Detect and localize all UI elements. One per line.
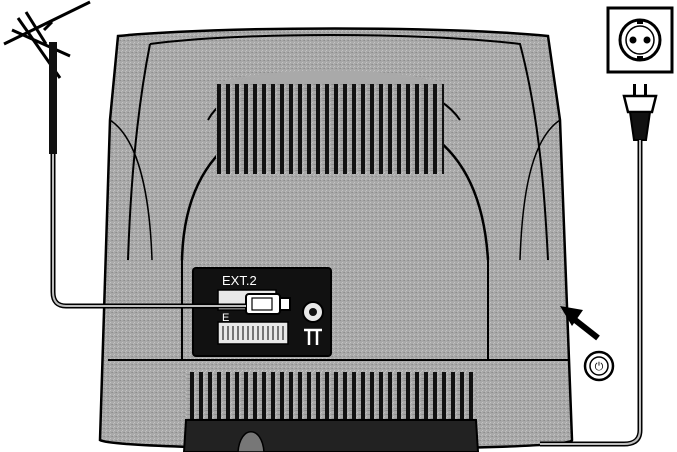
arrow-icon [560,306,600,341]
connector-panel: EXT.2 E [192,267,332,357]
upper-vent-grille [216,84,444,174]
scart-plug [245,293,291,315]
wall-socket-icon [606,6,674,74]
power-plug-icon [622,84,658,141]
power-button-symbol: ⏻ [595,361,604,373]
ext2-label: EXT.2 [222,273,257,288]
power-button-icon: ⏻ [583,350,615,382]
antenna-socket [302,301,324,323]
ext1-label: E [222,312,229,324]
tv-base [182,419,480,452]
antenna-icon [3,0,91,154]
lower-vent-grille [186,372,476,420]
antenna-symbol-icon [304,328,322,345]
